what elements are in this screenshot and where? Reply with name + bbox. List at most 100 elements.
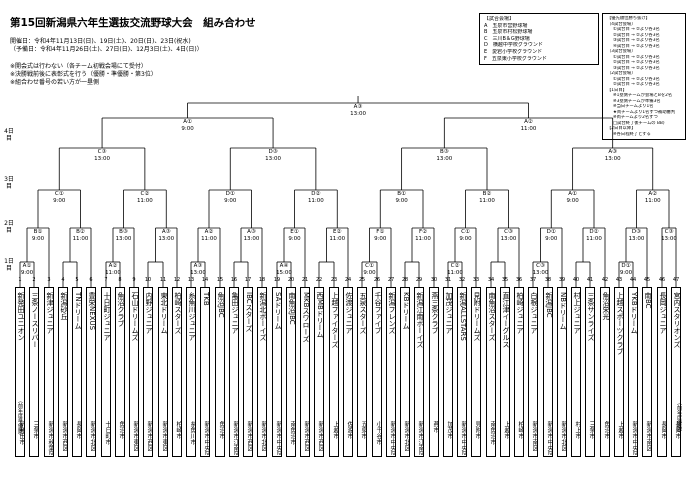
- main-dates: 開催日：令和4年11月13日(日)、19日(土)、20日(日)、23日(祝水): [10, 38, 191, 45]
- team-number: 36: [515, 277, 523, 283]
- advance-line: ①試合目 → ②より各3名: [613, 27, 660, 32]
- team-name: 五泉スターズ: [359, 292, 367, 334]
- team-box: [15, 287, 25, 457]
- team-name: 上越スポーツクラブ: [616, 292, 624, 355]
- team-city: 新潟市秋葉区: [47, 421, 54, 455]
- team-number: 24: [344, 277, 352, 283]
- team-box: [500, 287, 510, 457]
- team-city: 南魚沼市: [289, 421, 296, 445]
- team-city: 新潟市西区: [146, 421, 153, 451]
- team-box: [58, 287, 68, 457]
- team-city: 新潟市中央区: [631, 421, 638, 455]
- venue-item: D 横越中学校グラウンド: [484, 42, 543, 49]
- team-box: [471, 287, 481, 457]
- team-number: 10: [144, 277, 152, 283]
- advance-section-title: 【2日目以降】: [607, 126, 636, 131]
- team-number: 45: [643, 277, 651, 283]
- match-id: C①: [54, 191, 64, 197]
- team-name: 魚沼栄光: [602, 292, 610, 320]
- team-number: 42: [601, 277, 609, 283]
- team-city: 上越市: [503, 421, 510, 439]
- team-number: 20: [287, 277, 295, 283]
- team-number: 25: [358, 277, 366, 283]
- match-id: A②: [648, 191, 658, 197]
- team-name: 新発田ユニオン: [17, 292, 25, 341]
- team-name: 南魚沼スターズ: [488, 292, 496, 341]
- team-city: 新潟市北区: [260, 421, 267, 451]
- match-id: A③: [247, 229, 256, 235]
- team-number: 31: [444, 277, 452, 283]
- match-time: 9:00: [459, 235, 472, 242]
- match-id: A②: [204, 229, 214, 235]
- team-city: 長岡市: [674, 421, 681, 439]
- match-id: D①: [621, 263, 631, 269]
- team-city: 新潟市東区: [161, 421, 168, 451]
- page-title: 第15回新潟県六年生選抜交流野球大会 組み合わせ: [10, 17, 256, 29]
- team-number: 29: [415, 277, 423, 283]
- team-city: 新潟市南区: [531, 421, 538, 451]
- team-name: 加茂ジュニア: [445, 292, 453, 334]
- advance-line: ④試合目 → ②より各3名: [613, 43, 660, 49]
- advance-line: ※両チームより2名ずつ: [613, 115, 658, 120]
- match-time: 13:00: [243, 235, 260, 242]
- match-time: 11:00: [136, 197, 153, 204]
- team-number: 12: [173, 277, 181, 283]
- advance-line: ③試合目 → ②より各3名: [613, 38, 660, 43]
- team-name: 南魚沼JBC: [288, 292, 296, 325]
- team-name: 魚沼JBC: [217, 292, 225, 318]
- team-name: TNドリーム: [74, 292, 82, 330]
- match-id: C②: [450, 263, 460, 269]
- match-time: 9:00: [288, 235, 301, 242]
- team-box: [400, 287, 410, 457]
- match-time: 11:00: [72, 235, 89, 242]
- match-time: 9:00: [566, 197, 579, 204]
- match-id: E②: [333, 229, 342, 235]
- match-time: 13:00: [436, 155, 453, 162]
- team-box: [243, 287, 253, 457]
- match-time: 11:00: [329, 235, 346, 242]
- match-time: 13:00: [628, 235, 645, 242]
- round-label-day2: 2日目: [4, 220, 14, 234]
- team-box: [585, 287, 595, 457]
- team-city: 燕市: [432, 421, 439, 433]
- advance-line: ※1塁側チームが会場とBを2名: [613, 93, 673, 98]
- match-id: B③: [119, 229, 128, 235]
- team-box: [657, 287, 667, 457]
- match-time: 9:00: [224, 197, 237, 204]
- venue-legend: 【試合会場】 A 五泉市営野球場 B 五泉市村松野球場 C 三川B＆G野球場 D…: [479, 13, 599, 66]
- match-id: A②: [108, 263, 118, 269]
- match-id: C③: [504, 229, 513, 235]
- team-name: 新潟北ボーイズ: [259, 292, 267, 341]
- team-number: 11: [159, 277, 167, 283]
- round-label-day3: 3日目: [4, 176, 14, 190]
- reserve-dates: （予備日：令和4年11月26日(土)、27日(日)、12月3日(土)、4日(日)…: [10, 46, 203, 53]
- match-time: 9:00: [374, 235, 387, 242]
- team-name: 白根ジュニア: [530, 292, 538, 334]
- team-box: [200, 287, 210, 457]
- match-id: C①: [365, 263, 374, 269]
- team-city: 小千谷市: [375, 421, 382, 445]
- team-name: 柏崎スターズ: [174, 292, 182, 334]
- match-time: 9:00: [363, 269, 376, 276]
- team-city: 新潟市中央区: [275, 421, 282, 455]
- team-city: 加茂市: [446, 421, 453, 439]
- team-number: 43: [615, 277, 623, 283]
- team-number: 19: [273, 277, 281, 283]
- team-name: 糸魚川ジュニア: [188, 292, 196, 341]
- team-city: 新潟市中央区: [460, 421, 467, 455]
- team-name: 直江津イーグルス: [502, 292, 510, 348]
- team-city: 柏崎市: [175, 421, 182, 439]
- match-id: D①: [546, 229, 556, 235]
- team-box: [115, 287, 125, 457]
